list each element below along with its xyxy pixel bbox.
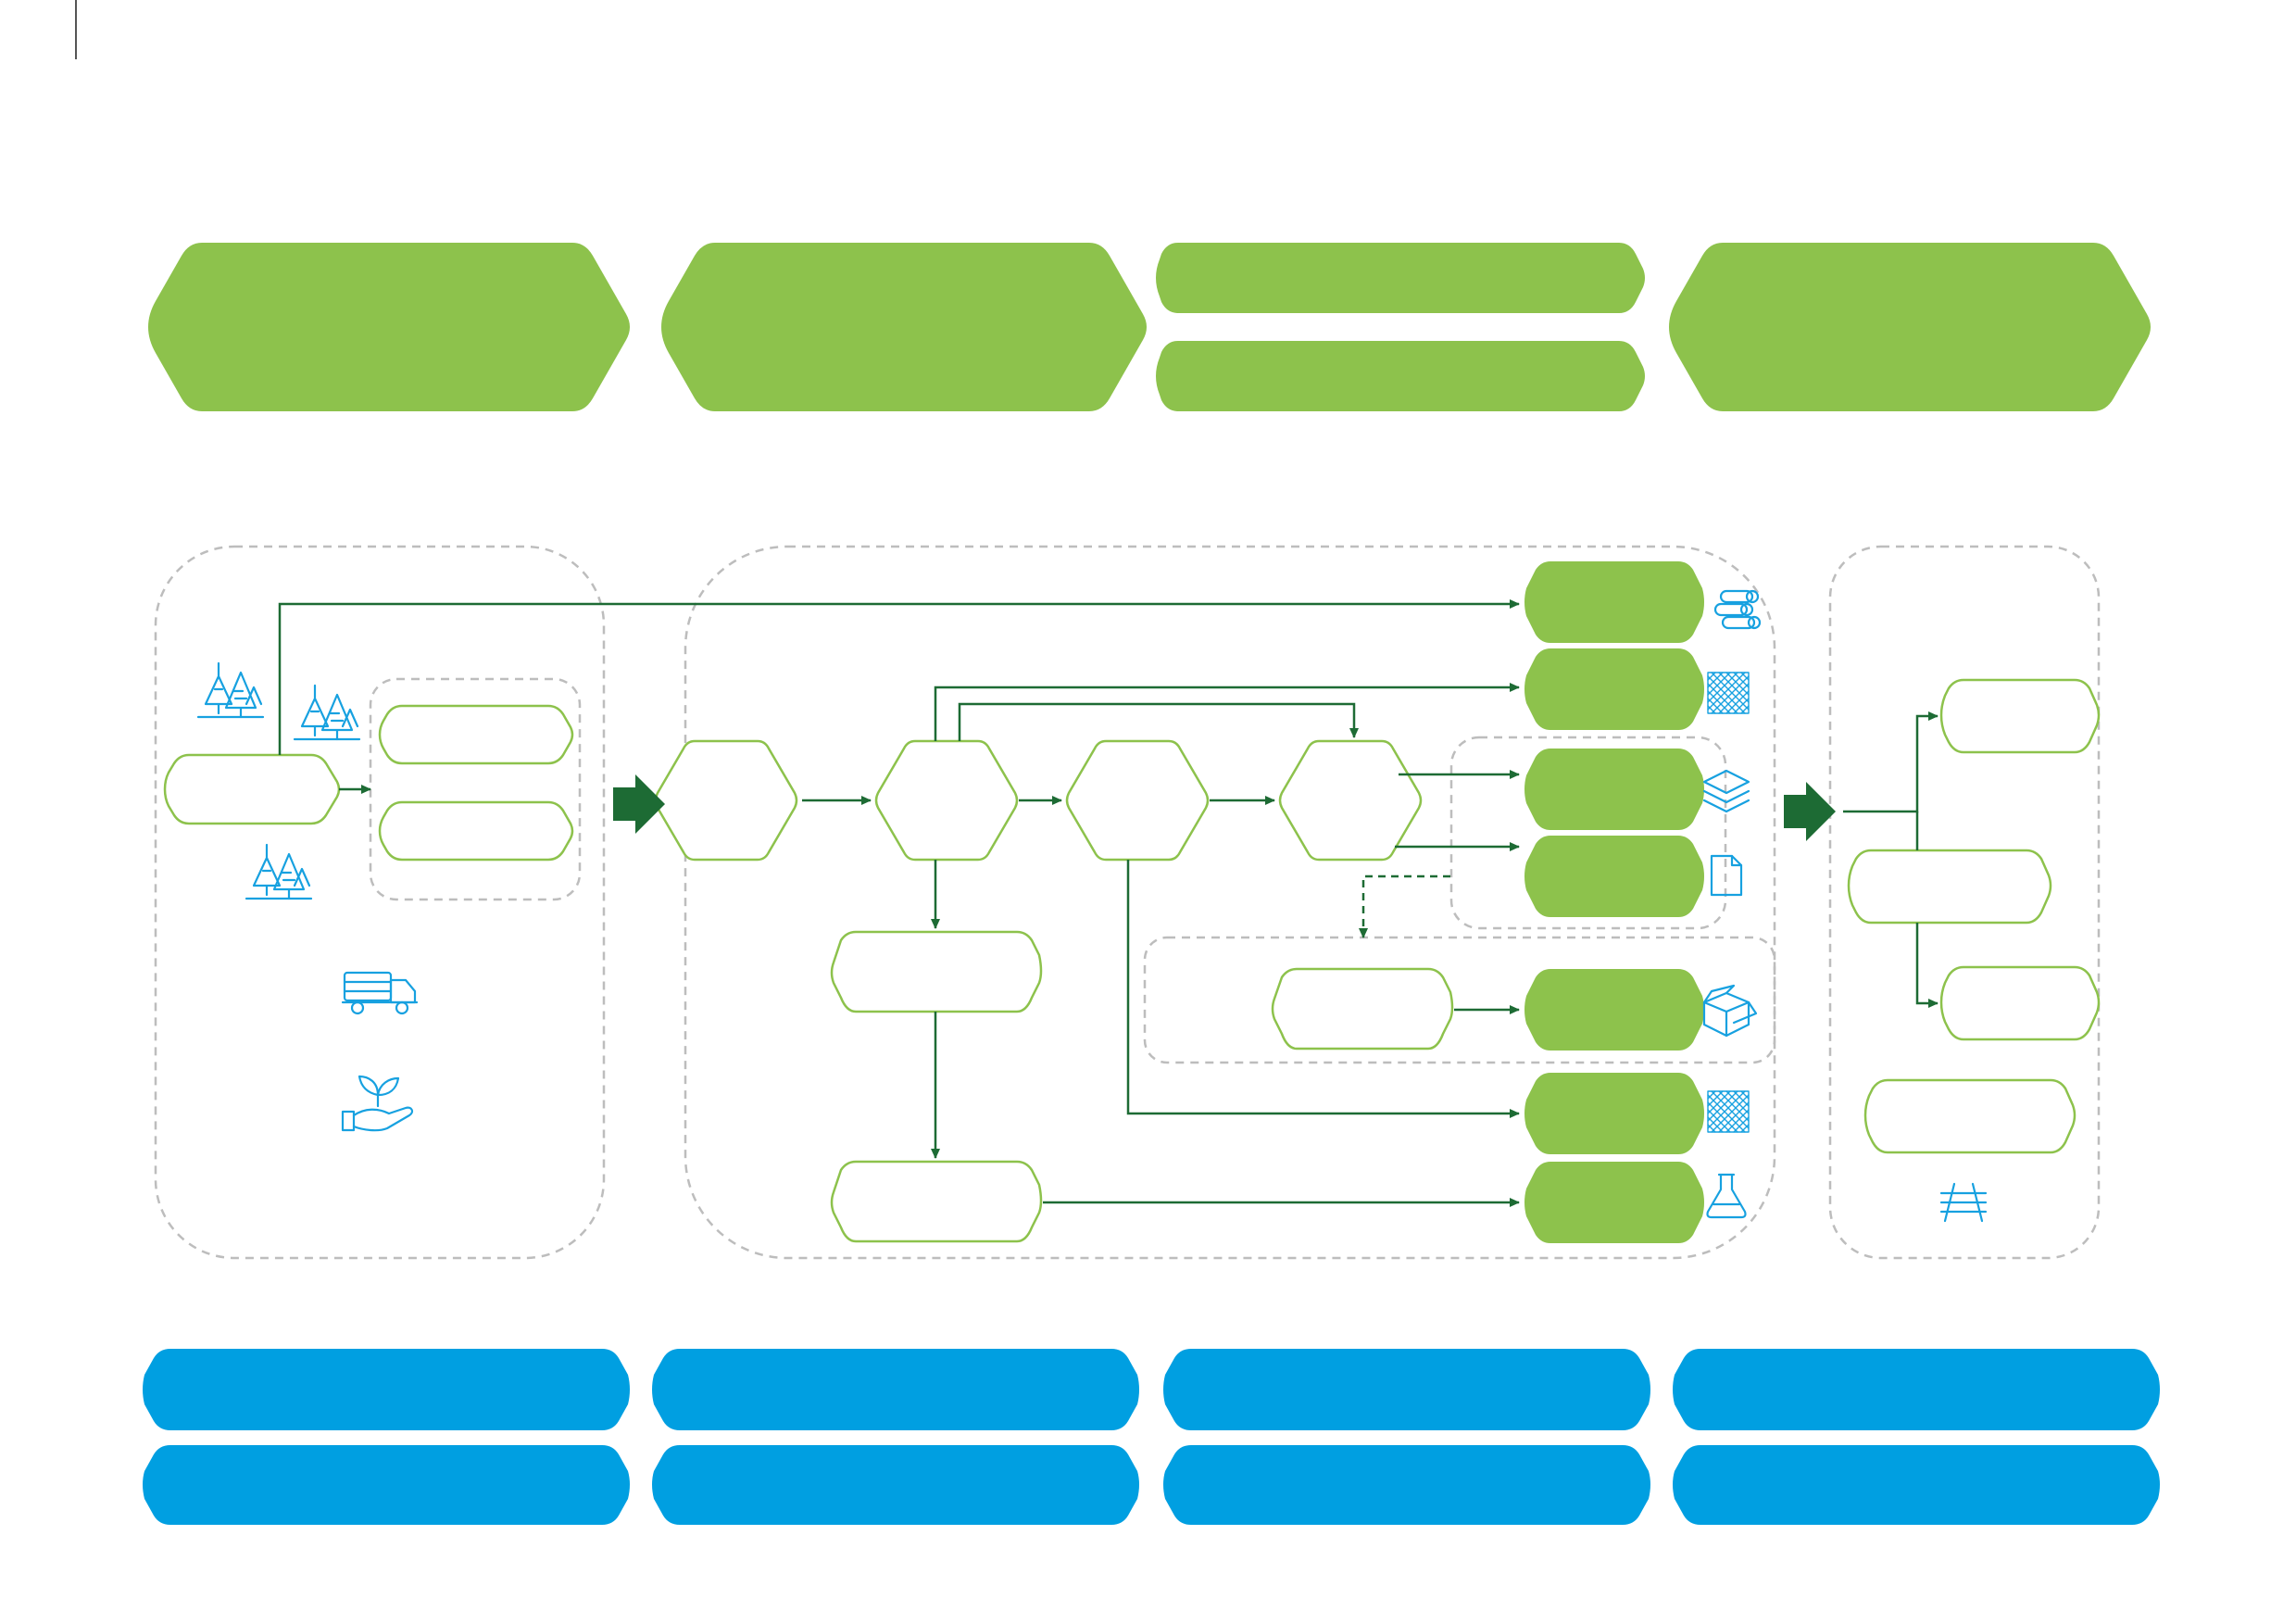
stage-arrow-2 bbox=[1784, 782, 1836, 841]
node-forestry-b bbox=[378, 800, 574, 862]
node-process-2 bbox=[874, 739, 1019, 862]
box-icon bbox=[1702, 984, 1758, 1038]
process-nodes bbox=[163, 678, 2101, 1243]
mesh-icon bbox=[1707, 1090, 1750, 1133]
product-3 bbox=[1524, 749, 1704, 830]
node-forestry-a bbox=[378, 704, 574, 765]
header-stage-3b bbox=[1156, 341, 1645, 411]
trees-icon bbox=[293, 684, 361, 741]
flask-icon bbox=[1706, 1173, 1747, 1219]
header-stage-2 bbox=[661, 243, 1147, 411]
node-byproduct-1 bbox=[830, 930, 1043, 1013]
product-5 bbox=[1524, 969, 1704, 1051]
footer-1a bbox=[143, 1349, 630, 1430]
trees-icon bbox=[245, 843, 313, 900]
footer-4a bbox=[1673, 1349, 2160, 1430]
paper-sheet-icon bbox=[1710, 854, 1743, 897]
footer-2b bbox=[652, 1445, 1139, 1525]
header-stage-4 bbox=[1669, 243, 2151, 411]
arrow-forest-to-product-1 bbox=[278, 599, 1520, 755]
footer-3a bbox=[1163, 1349, 1650, 1430]
container-forestry bbox=[154, 545, 606, 1260]
icons bbox=[196, 589, 1988, 1223]
product-4 bbox=[1524, 836, 1704, 917]
arrow-hub-to-market-b bbox=[1915, 923, 1938, 1008]
arrow-p2-to-product-2 bbox=[934, 683, 1520, 741]
product-outputs bbox=[1524, 561, 1704, 1243]
header-banners bbox=[148, 243, 2151, 411]
arrow-p2-to-p4 bbox=[958, 702, 1359, 741]
node-process-1 bbox=[654, 739, 798, 862]
container-paper-products bbox=[1449, 736, 1727, 930]
product-7 bbox=[1524, 1162, 1704, 1243]
log-truck-icon bbox=[341, 971, 419, 1015]
node-byproduct-2 bbox=[830, 1160, 1043, 1243]
hand-sprout-icon bbox=[341, 1075, 414, 1132]
footer-2a bbox=[652, 1349, 1139, 1430]
node-market-a bbox=[1939, 678, 2101, 754]
node-packaging-input bbox=[1271, 967, 1454, 1051]
footer-4b bbox=[1673, 1445, 2160, 1525]
footer-banners bbox=[143, 1349, 2160, 1525]
container-processing bbox=[684, 545, 1776, 1260]
layers-icon bbox=[1702, 769, 1750, 813]
node-process-3 bbox=[1065, 739, 1210, 862]
container-market bbox=[1828, 545, 2101, 1260]
group-containers bbox=[154, 545, 2101, 1260]
logs-icon bbox=[1713, 589, 1762, 630]
stage-arrow-1 bbox=[613, 774, 665, 834]
arrow-paper-to-packaging-dashed bbox=[1359, 874, 1450, 938]
header-stage-1 bbox=[148, 243, 630, 411]
node-process-4 bbox=[1278, 739, 1423, 862]
node-market-b bbox=[1939, 965, 2101, 1041]
product-6 bbox=[1524, 1073, 1704, 1154]
node-forest-source bbox=[163, 753, 341, 825]
footer-3b bbox=[1163, 1445, 1650, 1525]
railway-icon bbox=[1939, 1182, 1988, 1223]
node-market-c bbox=[1863, 1078, 2076, 1154]
node-market-hub bbox=[1847, 849, 2052, 925]
arrow-hub-to-market-a bbox=[1843, 711, 1938, 813]
product-2 bbox=[1524, 648, 1704, 730]
container-packaging bbox=[1143, 936, 1776, 1064]
trees-icon bbox=[196, 661, 265, 719]
mesh-icon bbox=[1707, 672, 1750, 714]
product-1 bbox=[1524, 561, 1704, 643]
header-stage-3a bbox=[1156, 243, 1645, 313]
arrow-p3-to-product-6 bbox=[1126, 860, 1520, 1118]
connectors bbox=[278, 599, 1938, 1207]
footer-1b bbox=[143, 1445, 630, 1525]
